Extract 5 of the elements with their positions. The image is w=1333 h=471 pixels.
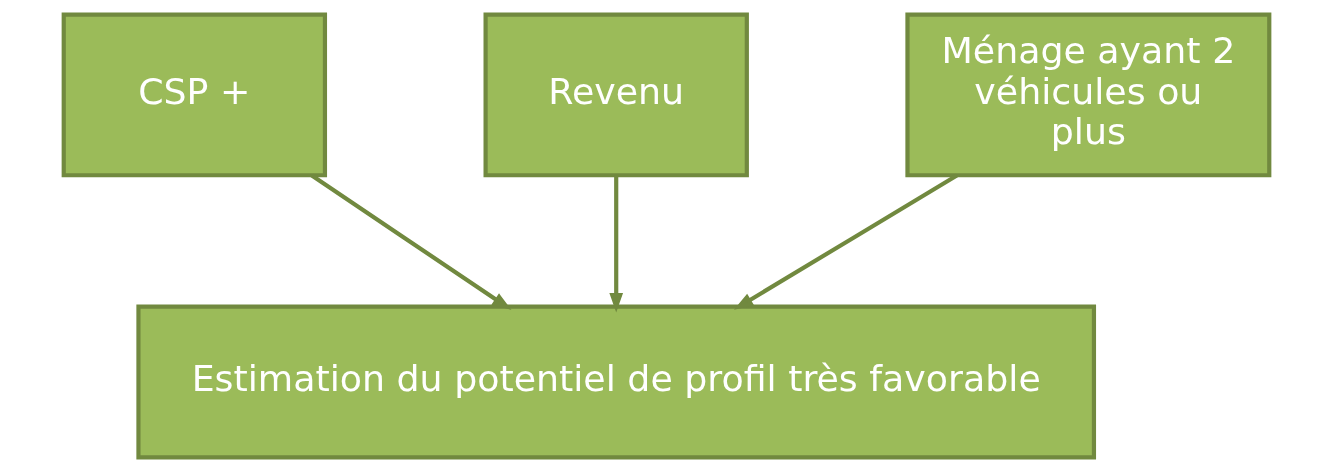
node-box: Ménage ayant 2 véhicules ou plus [905,12,1272,177]
node-box: Estimation du potentiel de profil très favorable [136,303,1097,459]
arrow [609,175,624,313]
node-box: CSP + [61,12,328,177]
node-box: Revenu [483,12,749,177]
